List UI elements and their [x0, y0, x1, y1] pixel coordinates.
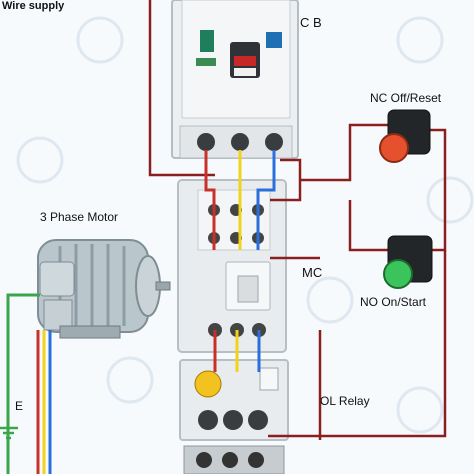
no-label: NO On/Start [360, 295, 427, 309]
ol-label: OL Relay [320, 394, 370, 408]
no-start-button [383, 235, 433, 289]
mc-label: MC [302, 265, 322, 280]
overload-relay [179, 359, 289, 474]
three-phase-motor [37, 239, 171, 339]
red-stop-button-icon [379, 133, 409, 163]
supply-label: Wire supply [2, 0, 65, 12]
nc-stop-button [379, 109, 431, 163]
cb-label: C B [300, 15, 322, 30]
green-start-button-icon [383, 259, 413, 289]
earth-ground-icon [0, 418, 18, 440]
control-wires [268, 123, 447, 440]
power-wires [204, 150, 276, 372]
supply-wires [148, 0, 215, 177]
motor-leads [6, 293, 52, 474]
circuit-breaker [171, 0, 299, 159]
magnetic-contactor [177, 179, 287, 353]
earth-label: E [15, 399, 23, 413]
nc-label: NC Off/Reset [370, 91, 442, 105]
motor-label: 3 Phase Motor [40, 210, 118, 224]
